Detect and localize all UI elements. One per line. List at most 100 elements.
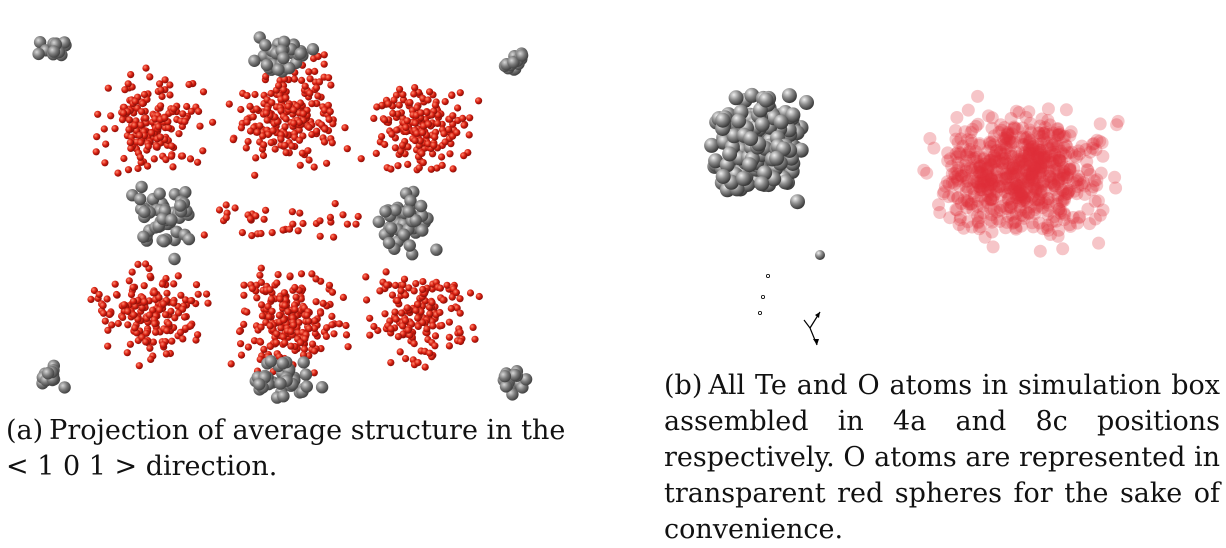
- oxygen-atom: [131, 121, 139, 130]
- oxygen-atom: [342, 321, 350, 330]
- oxygen-atom: [1015, 190, 1028, 203]
- oxygen-atom: [1026, 143, 1040, 157]
- oxygen-atom: [151, 289, 159, 297]
- oxygen-atom: [1065, 145, 1079, 159]
- oxygen-atom: [281, 141, 289, 149]
- oxygen-atom: [1016, 130, 1030, 144]
- oxygen-atom: [1032, 175, 1046, 189]
- oxygen-atom: [155, 123, 163, 131]
- oxygen-atom: [176, 328, 185, 336]
- oxygen-atom: [1093, 117, 1107, 131]
- oxygen-atom: [100, 125, 108, 133]
- oxygen-atom: [967, 186, 981, 200]
- oxygen-atom: [120, 109, 128, 117]
- oxygen-atom: [1010, 122, 1024, 136]
- oxygen-atom: [1039, 183, 1053, 197]
- oxygen-atom: [959, 154, 973, 168]
- oxygen-atom: [1049, 154, 1063, 168]
- oxygen-atom: [987, 179, 1001, 193]
- oxygen-atom: [982, 109, 995, 123]
- oxygen-atom: [149, 338, 157, 346]
- oxygen-atom: [1111, 114, 1125, 128]
- oxygen-atom: [282, 115, 290, 123]
- oxygen-atom: [257, 338, 265, 346]
- oxygen-atom: [1077, 176, 1091, 189]
- oxygen-atom: [962, 145, 975, 159]
- oxygen-atom: [325, 115, 333, 123]
- oxygen-atom: [1063, 129, 1077, 143]
- oxygen-atom: [989, 154, 1003, 168]
- oxygen-atom: [1081, 163, 1095, 177]
- oxygen-atom: [131, 97, 139, 105]
- oxygen-atom: [942, 190, 956, 204]
- oxygen-atom: [966, 203, 980, 217]
- oxygen-atom: [1031, 145, 1045, 159]
- oxygen-atom: [967, 190, 981, 204]
- oxygen-atom: [167, 307, 175, 315]
- oxygen-atom: [1086, 141, 1100, 155]
- oxygen-atom: [1027, 140, 1041, 154]
- oxygen-atom: [978, 193, 992, 207]
- oxygen-atom: [1078, 187, 1092, 201]
- oxygen-atom: [275, 311, 283, 319]
- oxygen-atom: [266, 322, 274, 330]
- oxygen-atom: [1023, 200, 1037, 214]
- oxygen-atom: [985, 193, 999, 207]
- oxygen-atom: [974, 189, 988, 203]
- oxygen-atom: [192, 281, 201, 289]
- oxygen-atom: [272, 339, 280, 347]
- oxygen-atom: [296, 161, 304, 169]
- oxygen-atom: [1035, 179, 1049, 193]
- oxygen-atom: [448, 91, 456, 99]
- oxygen-atom: [985, 135, 999, 149]
- oxygen-atom: [410, 340, 418, 348]
- oxygen-atom: [970, 176, 984, 190]
- oxygen-atom: [421, 363, 429, 371]
- oxygen-atom: [183, 102, 191, 111]
- oxygen-atom: [1037, 149, 1051, 163]
- oxygen-atom: [1064, 219, 1077, 233]
- oxygen-atom: [1048, 182, 1062, 196]
- oxygen-atom: [1086, 137, 1100, 151]
- oxygen-atom: [1060, 186, 1074, 200]
- oxygen-atom: [1030, 160, 1044, 174]
- oxygen-atom: [1046, 152, 1060, 166]
- oxygen-atom: [155, 306, 163, 314]
- oxygen-atom: [310, 347, 319, 355]
- oxygen-atom: [957, 193, 971, 207]
- oxygen-atom: [1089, 143, 1103, 157]
- oxygen-atom: [1057, 164, 1071, 178]
- oxygen-atom: [1054, 204, 1068, 218]
- oxygen-atom: [1027, 161, 1041, 175]
- oxygen-atom: [1019, 205, 1033, 219]
- oxygen-atom: [999, 172, 1013, 186]
- oxygen-atom: [366, 331, 374, 339]
- oxygen-atom: [456, 295, 464, 303]
- oxygen-atom: [1031, 137, 1045, 151]
- oxygen-atom: [1025, 169, 1039, 183]
- oxygen-atom: [1044, 176, 1058, 190]
- oxygen-atom: [1062, 146, 1076, 160]
- tellurium-cluster: [704, 87, 825, 260]
- oxygen-atom: [1026, 182, 1039, 196]
- oxygen-atom: [1054, 144, 1068, 158]
- oxygen-atom: [291, 283, 299, 292]
- oxygen-atom: [958, 158, 972, 172]
- oxygen-atom: [1001, 193, 1015, 206]
- oxygen-atom: [983, 135, 997, 149]
- oxygen-atom: [961, 215, 975, 229]
- oxygen-atom: [1000, 127, 1014, 141]
- oxygen-atom: [1047, 177, 1061, 191]
- oxygen-atom: [989, 185, 1003, 199]
- oxygen-atom: [1020, 195, 1034, 209]
- oxygen-atom: [430, 141, 438, 149]
- oxygen-atom: [1050, 162, 1063, 176]
- oxygen-atom: [1025, 216, 1039, 230]
- oxygen-atom: [271, 145, 279, 153]
- oxygen-atom: [1033, 144, 1047, 157]
- oxygen-atom: [985, 121, 999, 135]
- oxygen-atom: [1003, 200, 1016, 213]
- oxygen-atom: [1023, 147, 1037, 161]
- oxygen-atom: [321, 125, 329, 133]
- oxygen-atom: [1036, 222, 1050, 236]
